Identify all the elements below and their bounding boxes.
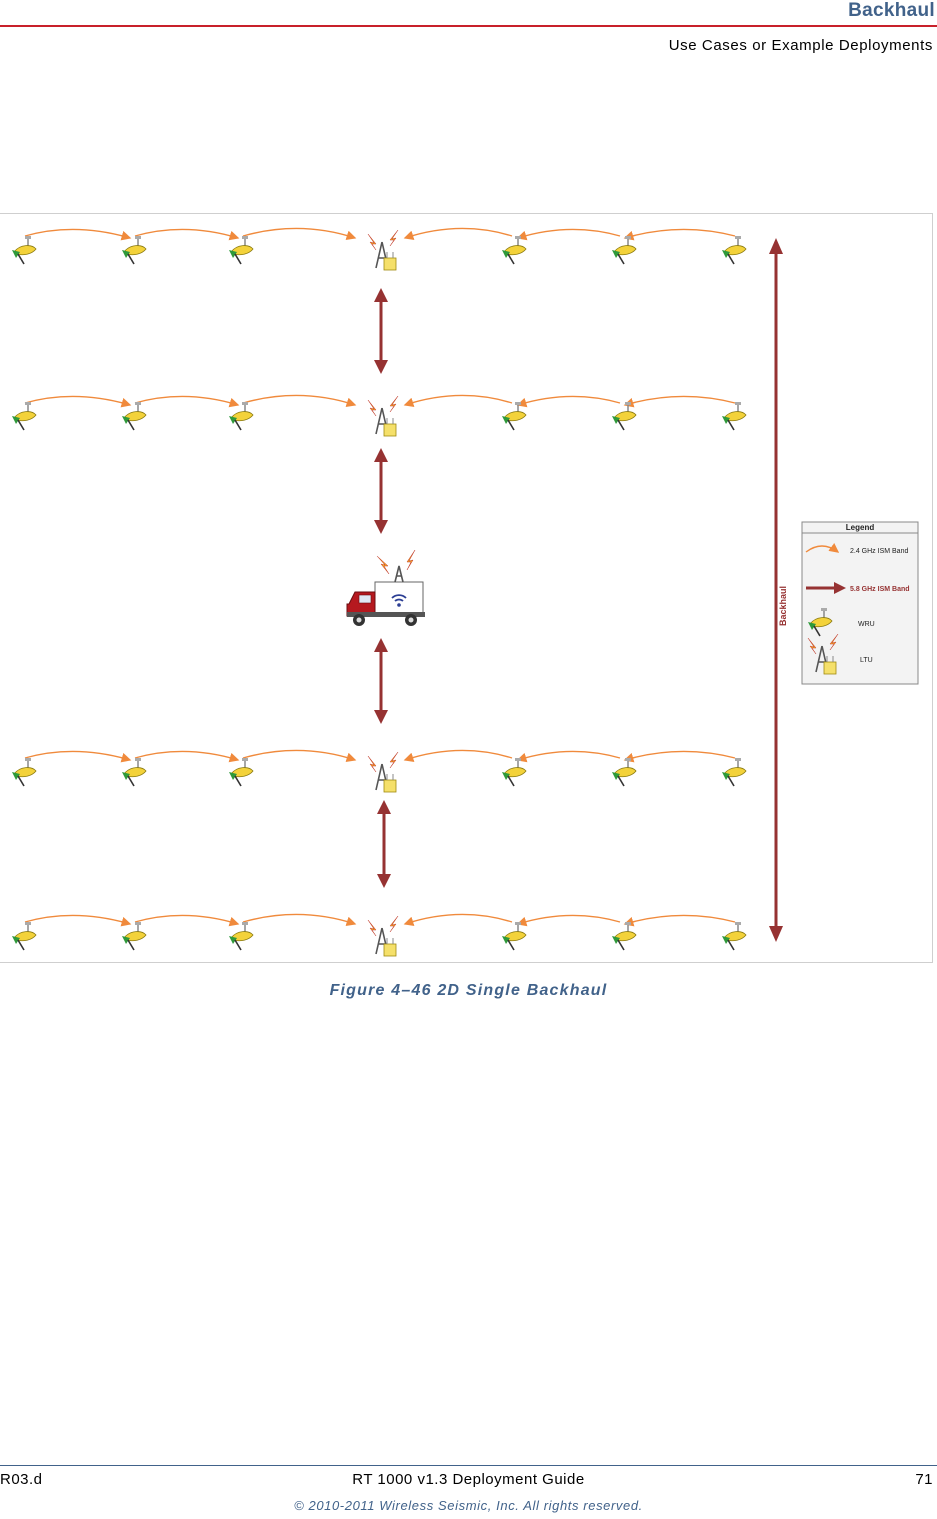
wru-icon <box>228 235 254 265</box>
wru-icon <box>501 921 527 951</box>
legend-item-58ghz: 5.8 GHz ISM Band <box>850 586 910 593</box>
page-number: 71 <box>915 1471 933 1488</box>
wru-icon <box>611 921 637 951</box>
legend-item-24ghz: 2.4 GHz ISM Band <box>850 548 908 555</box>
ltu-icon <box>367 229 399 271</box>
backhaul-links <box>374 238 783 942</box>
legend-item-wru: WRU <box>858 621 875 628</box>
wru-icon <box>121 235 147 265</box>
wru-icon <box>611 757 637 787</box>
legend-title: Legend <box>846 523 875 532</box>
wru-icon <box>11 401 37 431</box>
truck-icon <box>346 549 426 627</box>
ltu-icon <box>367 751 399 793</box>
section-subtitle: Use Cases or Example Deployments <box>668 37 933 54</box>
wru-icon <box>721 757 747 787</box>
legend: Legend 2.4 GHz ISM Band 5.8 GHz ISM Band… <box>801 521 919 685</box>
figure-frame <box>0 213 933 963</box>
legend-24ghz-swatch <box>805 543 840 553</box>
row-1 <box>11 227 747 271</box>
wru-icon <box>501 401 527 431</box>
wru-icon <box>721 921 747 951</box>
backhaul-label: Backhaul <box>778 586 788 626</box>
wru-icon <box>611 401 637 431</box>
footer-rule <box>0 1465 937 1466</box>
figure-caption: Figure 4–46 2D Single Backhaul <box>329 982 608 999</box>
wru-icon <box>121 401 147 431</box>
wru-icon <box>11 757 37 787</box>
wru-icon <box>228 401 254 431</box>
wru-icon <box>11 235 37 265</box>
wru-icon <box>721 235 747 265</box>
wru-icon <box>11 921 37 951</box>
row-3 <box>11 749 747 793</box>
wru-icon <box>121 757 147 787</box>
ltu-icon <box>367 915 399 957</box>
header-rule <box>0 25 937 27</box>
wru-icon <box>611 235 637 265</box>
row-4 <box>11 913 747 957</box>
wru-icon <box>121 921 147 951</box>
doc-revision: R03.d <box>0 1471 43 1488</box>
wru-icon <box>228 757 254 787</box>
copyright: © 2010-2011 Wireless Seismic, Inc. All r… <box>294 1498 643 1513</box>
wru-icon <box>501 235 527 265</box>
legend-item-ltu: LTU <box>860 657 873 664</box>
wru-icon <box>228 921 254 951</box>
wru-icon <box>501 757 527 787</box>
section-title: Backhaul <box>848 0 935 21</box>
doc-title: RT 1000 v1.3 Deployment Guide <box>352 1471 585 1488</box>
wru-icon <box>721 401 747 431</box>
row-2 <box>11 394 747 437</box>
ltu-icon <box>367 395 399 437</box>
